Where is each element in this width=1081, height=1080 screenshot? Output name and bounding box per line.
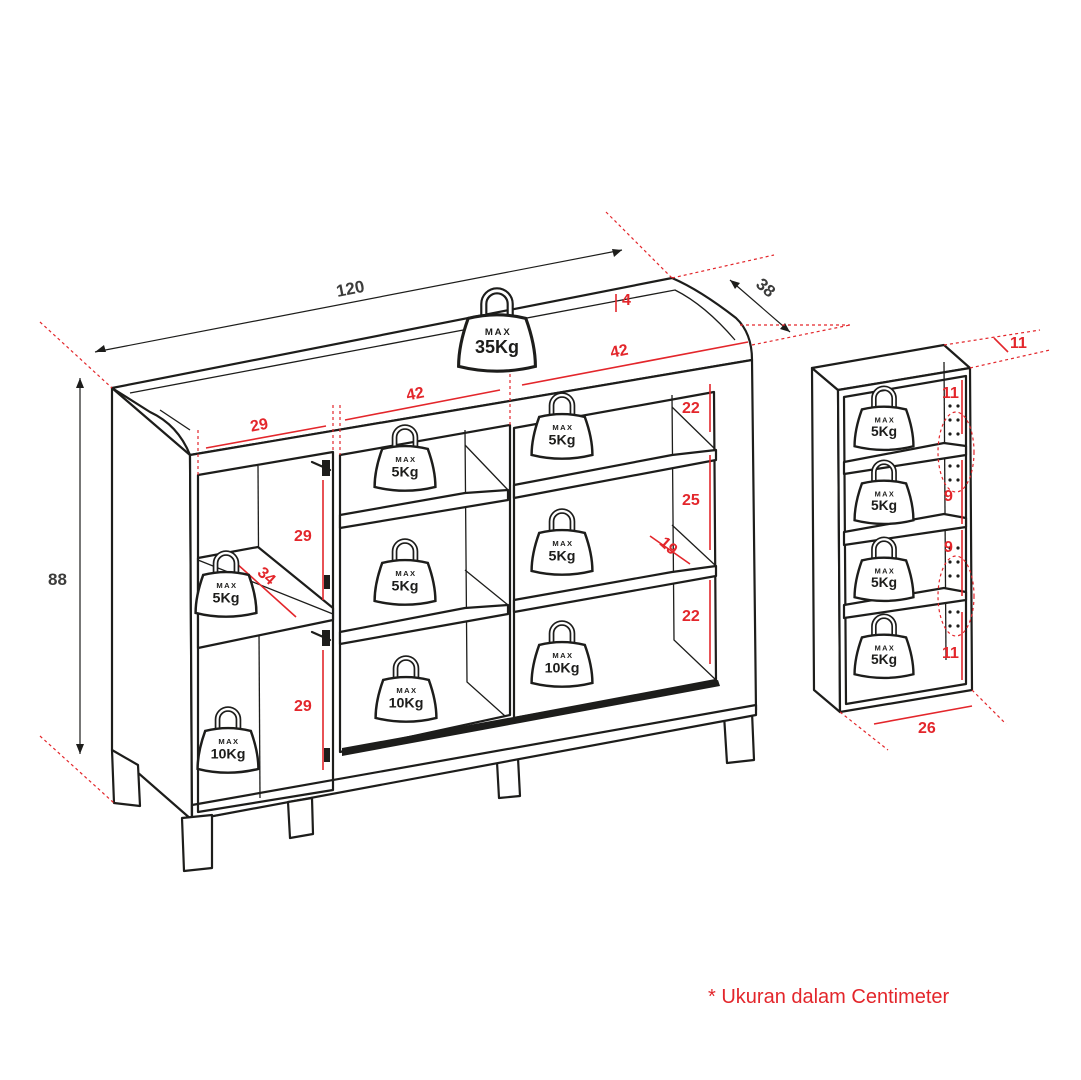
dim-height-label: 88: [48, 570, 67, 589]
weight-value: 10Kg: [211, 746, 246, 762]
weight-max-label: MAX: [395, 455, 416, 464]
dim-depth-label: 38: [752, 274, 779, 301]
weight-max-label: MAX: [552, 539, 573, 548]
weight-value: 5Kg: [871, 424, 897, 439]
weight-value: 5Kg: [871, 652, 897, 667]
svg-text:9: 9: [944, 488, 953, 505]
svg-text:9: 9: [944, 539, 953, 556]
dim-width-label: 120: [335, 277, 366, 301]
weight-icons: MAX35KgMAX5KgMAX10KgMAX5KgMAX5KgMAX10KgM…: [194, 287, 915, 774]
weight-max-label: MAX: [875, 489, 896, 498]
svg-text:42: 42: [405, 384, 426, 404]
weight-max-label: MAX: [485, 327, 512, 338]
svg-text:29: 29: [249, 416, 270, 436]
weight-max-label: MAX: [875, 415, 896, 424]
weight-value: 10Kg: [389, 695, 424, 711]
weight-value: 5Kg: [392, 464, 419, 480]
svg-text:11: 11: [942, 385, 959, 402]
weight-max-label: MAX: [875, 566, 896, 575]
cabinet-main: [110, 276, 758, 873]
dimension-height: 88: [39, 378, 115, 804]
weight-max-label: MAX: [552, 651, 573, 660]
weight-max-label: MAX: [216, 581, 237, 590]
svg-text:26: 26: [918, 720, 936, 737]
weight-value: 5Kg: [549, 548, 576, 564]
svg-text:22: 22: [682, 608, 700, 625]
weight-value: 5Kg: [392, 578, 419, 594]
weight-max-label: MAX: [875, 643, 896, 652]
weight-value: 35Kg: [475, 337, 519, 357]
weight-value: 10Kg: [545, 660, 580, 676]
svg-text:11: 11: [942, 645, 959, 662]
svg-text:11: 11: [1010, 335, 1027, 352]
unit-note: * Ukuran dalam Centimeter: [708, 986, 950, 1008]
weight-max-label: MAX: [218, 737, 239, 746]
weight-max-label: MAX: [395, 569, 416, 578]
weight-value: 5Kg: [871, 498, 897, 513]
svg-text:4: 4: [622, 292, 631, 309]
weight-value: 5Kg: [549, 432, 576, 448]
svg-text:42: 42: [609, 342, 630, 362]
svg-text:29: 29: [294, 698, 312, 715]
svg-text:22: 22: [682, 400, 700, 417]
weight-value: 5Kg: [213, 590, 240, 606]
svg-text:25: 25: [682, 492, 700, 509]
weight-value: 5Kg: [871, 575, 897, 590]
weight-max-label: MAX: [552, 423, 573, 432]
svg-text:29: 29: [294, 528, 312, 545]
weight-max-label: MAX: [396, 686, 417, 695]
